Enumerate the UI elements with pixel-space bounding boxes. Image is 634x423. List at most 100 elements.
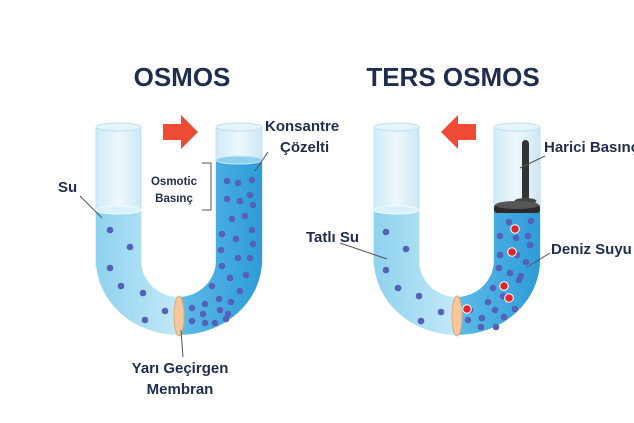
particle [199, 310, 207, 318]
particle [382, 228, 390, 236]
particle [437, 308, 445, 316]
particle [139, 289, 147, 297]
label-external-pressure: Harici Basınç [544, 139, 634, 156]
label-fresh-water: Tatlı Su [306, 229, 359, 246]
particle [211, 319, 219, 327]
particle [478, 314, 486, 322]
particle [496, 251, 504, 259]
salt-particle [507, 247, 517, 257]
water-fresh [374, 210, 457, 335]
particle [415, 292, 423, 300]
particle [236, 287, 244, 295]
particle [188, 304, 196, 312]
particle [515, 276, 523, 284]
label-concentrate-1: Konsantre [265, 118, 339, 135]
particle [524, 232, 532, 240]
particle [117, 282, 125, 290]
piston-rod [522, 140, 529, 202]
label-sea-water: Deniz Suyu [551, 241, 632, 258]
particle [495, 264, 503, 272]
leader-lines [79, 151, 551, 358]
membrane [173, 295, 185, 337]
reverse-osmosis-u-tube [373, 122, 541, 337]
particle [217, 246, 225, 254]
tube-rim-left [95, 122, 142, 132]
particle [394, 284, 402, 292]
particle [208, 282, 216, 290]
particle [512, 234, 520, 242]
particle [505, 218, 513, 226]
particle [249, 201, 257, 209]
particle [141, 316, 149, 324]
tube-rim-right [493, 122, 541, 132]
particle [491, 306, 499, 314]
particle [496, 232, 504, 240]
water-fresh [96, 210, 179, 335]
particle [522, 258, 530, 266]
particle [224, 310, 232, 318]
label-pressure-2: Basınç [155, 193, 193, 205]
particle [500, 313, 508, 321]
salt-particle [510, 224, 520, 234]
salt-particle [504, 293, 514, 303]
particle [215, 295, 223, 303]
salt-particle [499, 281, 509, 291]
particle [227, 298, 235, 306]
label-water: Su [58, 179, 77, 196]
particle [234, 254, 242, 262]
particle [246, 191, 254, 199]
particle [226, 274, 234, 282]
label-concentrate-2: Çözelti [280, 139, 329, 156]
particle [526, 241, 534, 249]
water-surface-left [95, 205, 142, 215]
label-membrane-2: Membran [147, 381, 214, 398]
water-surface-right [215, 155, 263, 165]
particle [106, 264, 114, 272]
particle [234, 179, 242, 187]
particle [241, 212, 249, 220]
salt-particle [462, 304, 472, 314]
piston-top [495, 201, 539, 209]
arrow-right-icon [163, 115, 198, 149]
particle [218, 230, 226, 238]
particle [242, 271, 250, 279]
particle [161, 307, 169, 315]
particle [417, 317, 425, 325]
particle [222, 315, 230, 323]
particle [464, 316, 472, 324]
particle [382, 266, 390, 274]
particle [232, 235, 240, 243]
particle [188, 317, 196, 325]
title-reverse-osmosis: TERS OSMOS [366, 62, 539, 92]
label-pressure-1: Osmotic [151, 176, 198, 188]
title-osmosis: OSMOS [134, 62, 231, 92]
particle [223, 195, 231, 203]
particle [492, 323, 500, 331]
particle [218, 262, 226, 270]
arrow-left-icon [441, 115, 476, 149]
osmosis-u-tube [95, 122, 263, 337]
particle [527, 217, 535, 225]
particle [402, 245, 410, 253]
particle [484, 298, 492, 306]
particle [506, 269, 514, 277]
particle [201, 300, 209, 308]
particle [228, 215, 236, 223]
particle [246, 254, 254, 262]
particle [236, 197, 244, 205]
tube-rim-right [215, 122, 263, 132]
particle [106, 226, 114, 234]
particle [249, 240, 257, 248]
particle [201, 319, 209, 327]
particle [248, 226, 256, 234]
label-membrane-1: Yarı Geçirgen [132, 360, 229, 377]
particle [126, 243, 134, 251]
particle [489, 284, 497, 292]
water-surface-left [373, 205, 420, 215]
tube-rim-left [373, 122, 420, 132]
particle [511, 305, 519, 313]
particle [216, 306, 224, 314]
pressure-bracket [202, 162, 212, 211]
